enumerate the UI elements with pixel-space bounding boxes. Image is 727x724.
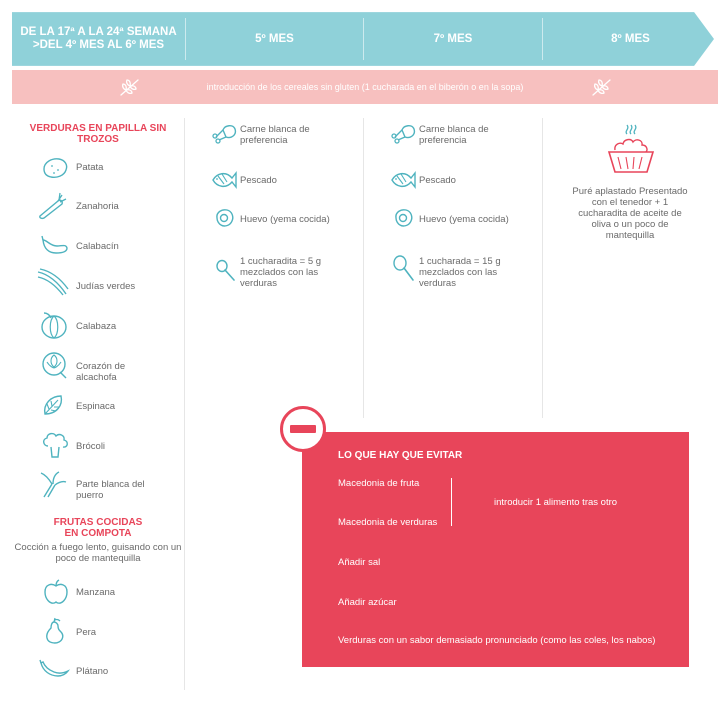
spoon-icon — [393, 255, 414, 281]
vegetable-label: Espinaca — [76, 401, 116, 412]
column-divider — [363, 118, 364, 418]
vegetable-label: Corazón de alcachofa — [76, 361, 126, 383]
vegetable-label: Patata — [76, 162, 104, 173]
mashed-bowl-icon — [607, 124, 655, 173]
month5-item-label: Huevo (yema cocida) — [240, 214, 330, 225]
month8-text: Puré aplastado Presentado con el tenedor… — [572, 186, 688, 241]
avoid-box — [302, 432, 689, 667]
month5-item-label: Pescado — [240, 175, 277, 186]
vegetables-title: VERDURAS EN PAPILLA SIN TROZOS — [29, 123, 167, 145]
month7-item-label: Carne blanca de preferencia — [419, 124, 489, 146]
vegetable-label: Judías verdes — [76, 281, 136, 292]
wheat-icon — [120, 79, 139, 96]
zucchini-icon — [41, 235, 68, 254]
pear-icon — [46, 617, 64, 644]
potato-icon — [43, 158, 68, 178]
month5-item-label: Carne blanca de preferencia — [240, 124, 310, 146]
minus-icon-bar — [290, 425, 316, 433]
fruit-label: Plátano — [76, 666, 109, 677]
vegetable-label: Calabaza — [76, 321, 117, 332]
header-col-5-month: 5º MES — [255, 32, 294, 45]
avoid-item: Añadir azúcar — [338, 597, 397, 608]
egg-icon — [395, 209, 413, 227]
avoid-divider — [451, 478, 452, 526]
avoid-item: Macedonia de fruta — [338, 478, 420, 489]
column-divider — [184, 118, 185, 690]
fish-icon — [212, 171, 237, 189]
apple-icon — [44, 579, 68, 604]
header-col-4-6-months: DE LA 17ª A LA 24ª SEMANA >DEL 4º MES AL… — [20, 26, 177, 51]
month7-item-label: Pescado — [419, 175, 456, 186]
month5-item-label: 1 cucharadita = 5 g mezclados con las ve… — [240, 256, 322, 289]
banana-icon — [39, 659, 70, 677]
chicken-leg-icon — [391, 125, 416, 144]
egg-icon — [216, 209, 234, 227]
vegetable-label: Brócoli — [76, 441, 106, 452]
green-beans-icon — [37, 268, 69, 296]
spinach-icon — [44, 395, 63, 415]
pumpkin-icon — [41, 312, 67, 339]
spoon-icon — [216, 259, 235, 281]
avoid-item: Macedonia de verduras — [338, 517, 438, 528]
month7-item-label: Huevo (yema cocida) — [419, 214, 509, 225]
vegetable-label: Parte blanca del puerro — [76, 479, 145, 501]
carrot-icon — [39, 192, 67, 220]
header-col-8-month: 8º MES — [611, 32, 650, 45]
fruit-label: Pera — [76, 627, 97, 638]
broccoli-icon — [43, 432, 68, 458]
fruits-title: FRUTAS COCIDAS EN COMPOTA — [53, 517, 143, 539]
avoid-item: Verduras con un sabor demasiado pronunci… — [338, 635, 656, 646]
artichoke-icon — [42, 352, 67, 379]
vegetable-label: Calabacín — [76, 241, 119, 252]
chicken-leg-icon — [212, 125, 237, 144]
avoid-item: Añadir sal — [338, 557, 381, 568]
fruit-label: Manzana — [76, 587, 116, 598]
header-col-7-month: 7º MES — [433, 32, 473, 45]
month7-item-label: 1 cucharada = 15 g mezclados con las ver… — [419, 256, 501, 289]
leek-icon — [40, 471, 67, 498]
fish-icon — [391, 171, 416, 189]
avoid-title: LO QUE HAY QUE EVITAR — [338, 450, 463, 461]
cereal-band-text: introducción de los cereales sin gluten … — [206, 82, 524, 92]
vegetable-label: Zanahoria — [76, 201, 119, 212]
avoid-note: introducir 1 alimento tras otro — [494, 497, 618, 508]
wheat-icon — [592, 79, 611, 96]
fruits-subtitle: Cocción a fuego lento, guisando con un p… — [14, 542, 182, 564]
column-divider — [542, 118, 543, 418]
